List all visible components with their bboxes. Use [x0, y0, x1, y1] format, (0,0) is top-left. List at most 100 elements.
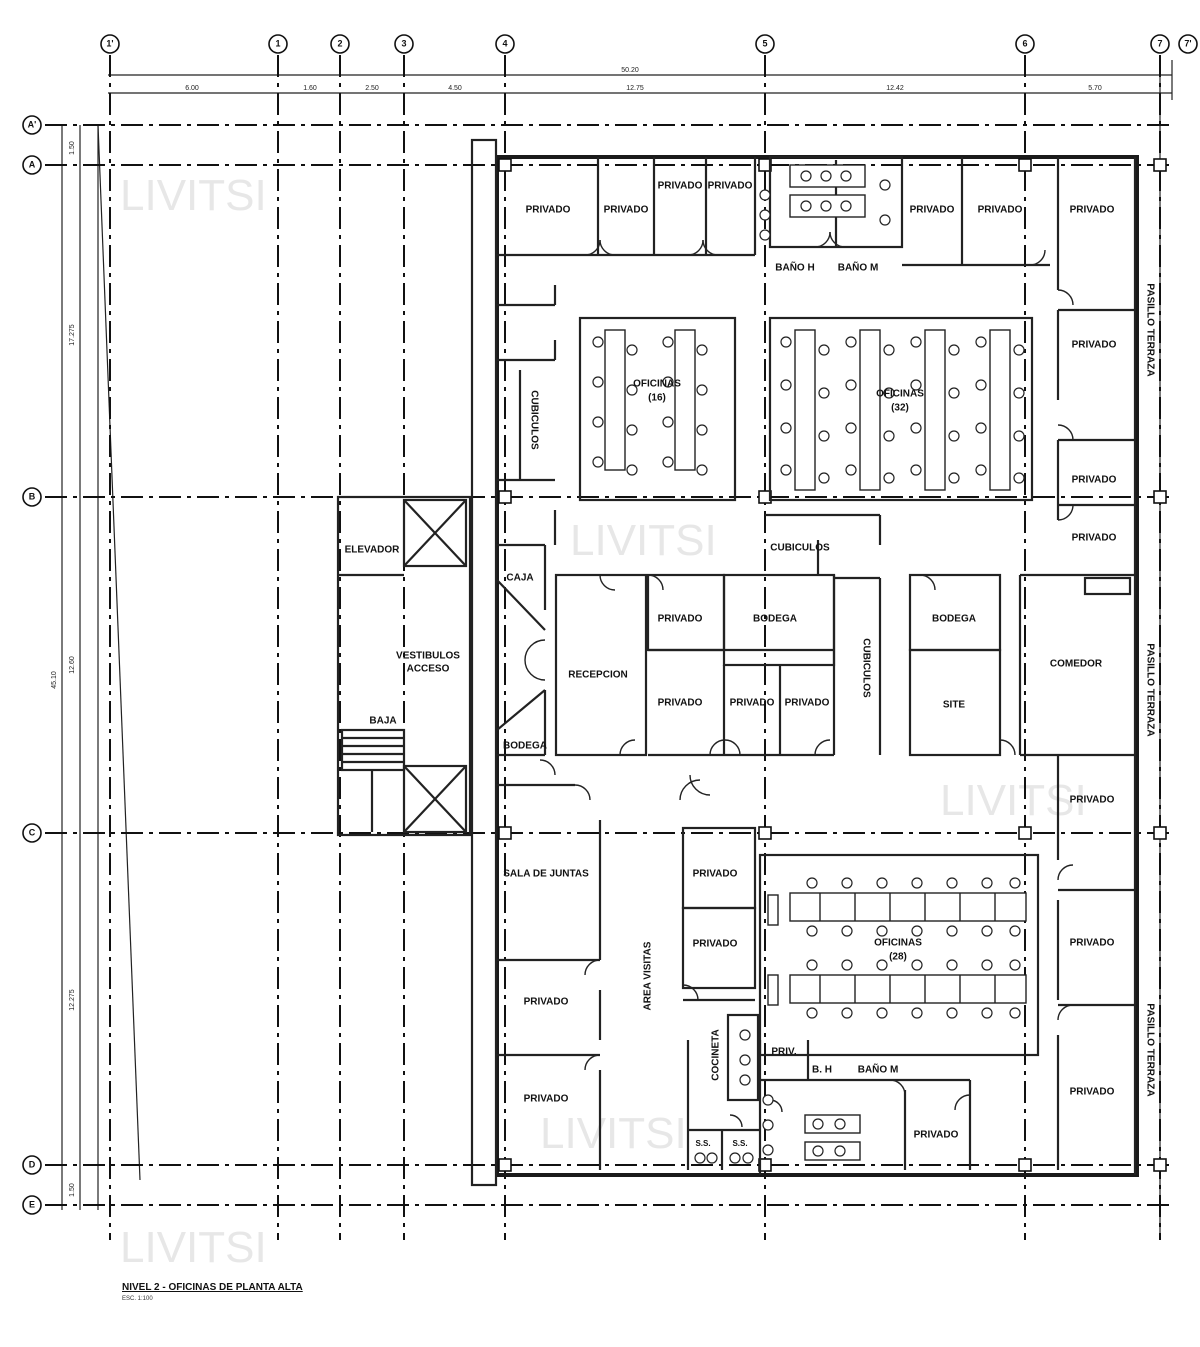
room-label-privado: PRIVADO — [658, 181, 703, 192]
room-label-bodega: BODEGA — [932, 614, 976, 625]
watermark: LIVITSI — [120, 1223, 267, 1272]
interior-walls — [496, 155, 1135, 1175]
dimension: 12.60 — [69, 656, 76, 674]
watermark: LIVITSI — [120, 171, 267, 220]
room-label-privado: PRIVADO — [658, 614, 703, 625]
grid-label: 7' — [1184, 38, 1191, 48]
doors — [524, 231, 1074, 1128]
room-label-priv: PRIV. — [771, 1047, 796, 1058]
dimension: 45.10 — [51, 671, 58, 689]
room-label-acceso: ACCESO — [407, 664, 450, 675]
room-label-privado: PRIVADO — [1072, 533, 1117, 544]
dimension-total: 50.20 — [621, 67, 639, 74]
room-label-cubiculos: CUBICULOS — [860, 638, 871, 698]
room-label-cubiculos: CUBICULOS — [770, 543, 830, 554]
room-label-oficinas: OFICINAS — [874, 938, 922, 949]
grid-label: B — [29, 491, 36, 501]
room-label-privado: PRIVADO — [1072, 340, 1117, 351]
dimension: 1.60 — [303, 85, 317, 92]
room-label-area-visitas: AREA VISITAS — [643, 941, 654, 1010]
room-label-privado: PRIVADO — [693, 869, 738, 880]
title-block: NIVEL 2 - OFICINAS DE PLANTA ALTA ESC. 1… — [122, 1282, 303, 1302]
room-label-oficinas-count: (16) — [648, 393, 666, 404]
room-label-privado: PRIVADO — [1070, 1087, 1115, 1098]
grid-label: 4 — [502, 38, 507, 48]
dimension: 4.50 — [448, 85, 462, 92]
dimension: 12.42 — [886, 85, 904, 92]
grid-label: 3 — [401, 38, 406, 48]
left-dimensions: 1.50 17.275 45.10 12.60 12.275 1.50 — [51, 124, 141, 1210]
room-label-privado: PRIVADO — [693, 939, 738, 950]
dimension: 1.50 — [69, 1183, 76, 1197]
room-label-privado: PRIVADO — [914, 1130, 959, 1141]
grid-label: 1' — [106, 38, 113, 48]
room-label-oficinas-count: (32) — [891, 403, 909, 414]
room-label-oficinas: OFICINAS — [633, 379, 681, 390]
room-label-pasillo-terraza: PASILLO TERRAZA — [1144, 643, 1155, 736]
plan-title: NIVEL 2 - OFICINAS DE PLANTA ALTA — [122, 1282, 303, 1293]
grid-label: 5 — [762, 38, 767, 48]
room-label-bodega: BODEGA — [753, 614, 797, 625]
grid-label: A' — [28, 119, 37, 129]
dimension: 6.00 — [185, 85, 199, 92]
room-label-privado: PRIVADO — [730, 698, 775, 709]
workstations-32 — [780, 329, 1025, 491]
room-label-comedor: COMEDOR — [1050, 659, 1103, 670]
dimension: 12.275 — [69, 989, 76, 1011]
row-bubbles: A' A B C D E — [22, 115, 42, 1215]
bathroom-fixtures — [694, 164, 891, 1164]
watermark: LIVITSI — [540, 1109, 687, 1158]
room-label-privado: PRIVADO — [785, 698, 830, 709]
watermark: LIVITSI — [570, 516, 717, 565]
room-label-cocineta: COCINETA — [711, 1029, 722, 1080]
room-label-privado: PRIVADO — [910, 205, 955, 216]
room-label-bano-m: BAÑO M — [858, 1063, 899, 1076]
room-label-cubiculos: CUBICULOS — [528, 390, 539, 450]
room-label-sala-juntas: SALA DE JUNTAS — [503, 869, 589, 880]
room-label-bano-m: BAÑO M — [838, 261, 879, 274]
room-label-privado: PRIVADO — [604, 205, 649, 216]
room-label-elevador: ELEVADOR — [345, 545, 401, 556]
room-label-privado: PRIVADO — [978, 205, 1023, 216]
room-label-caja: CAJA — [506, 573, 533, 584]
grid-axes — [45, 55, 1170, 1240]
watermark: LIVITSI — [940, 776, 1087, 825]
workstations-16 — [592, 329, 708, 476]
room-label-bano-h: BAÑO H — [775, 261, 814, 274]
grid-label: D — [29, 1159, 36, 1169]
dimension: 12.75 — [626, 85, 644, 92]
grid-label: E — [29, 1199, 35, 1209]
grid-label: A — [29, 159, 36, 169]
top-dimensions: 50.20 6.00 1.60 2.50 4.50 12.75 12.42 5.… — [108, 60, 1173, 1240]
grid-label: 7 — [1157, 38, 1162, 48]
room-label-privado: PRIVADO — [524, 997, 569, 1008]
room-labels: PRIVADO PRIVADO PRIVADO PRIVADO PRIVADO … — [345, 181, 1156, 1148]
room-label-pasillo-terraza: PASILLO TERRAZA — [1144, 283, 1155, 376]
room-label-vestibulo: VESTIBULOS — [396, 651, 460, 662]
room-label-privado: PRIVADO — [526, 205, 571, 216]
room-label-recepcion: RECEPCION — [568, 670, 627, 681]
dimension: 17.275 — [69, 324, 76, 346]
room-label-privado: PRIVADO — [1070, 938, 1115, 949]
grid-label: 1 — [275, 38, 280, 48]
room-label-privado: PRIVADO — [1072, 475, 1117, 486]
room-label-privado: PRIVADO — [1070, 795, 1115, 806]
grid-label: C — [29, 827, 36, 837]
grid-label: 2 — [337, 38, 342, 48]
room-label-privado: PRIVADO — [658, 698, 703, 709]
workstations-28 — [767, 877, 1027, 1019]
room-label-bodega: BODEGA — [503, 741, 547, 752]
dimension: 2.50 — [365, 85, 379, 92]
room-label-site: SITE — [943, 700, 966, 711]
room-label-bano-h: B. H — [812, 1065, 832, 1076]
dimension: 5.70 — [1088, 85, 1102, 92]
dimension: 1.50 — [69, 141, 76, 155]
room-label-privado: PRIVADO — [708, 181, 753, 192]
room-label-privado: PRIVADO — [1070, 205, 1115, 216]
room-label-pasillo-terraza: PASILLO TERRAZA — [1144, 1003, 1155, 1096]
core — [336, 495, 472, 837]
plan-scale: ESC. 1:100 — [122, 1296, 153, 1302]
grid-label: 6 — [1022, 38, 1027, 48]
column-bubbles: 1' 1 2 3 4 5 6 7 7' — [100, 34, 1198, 54]
